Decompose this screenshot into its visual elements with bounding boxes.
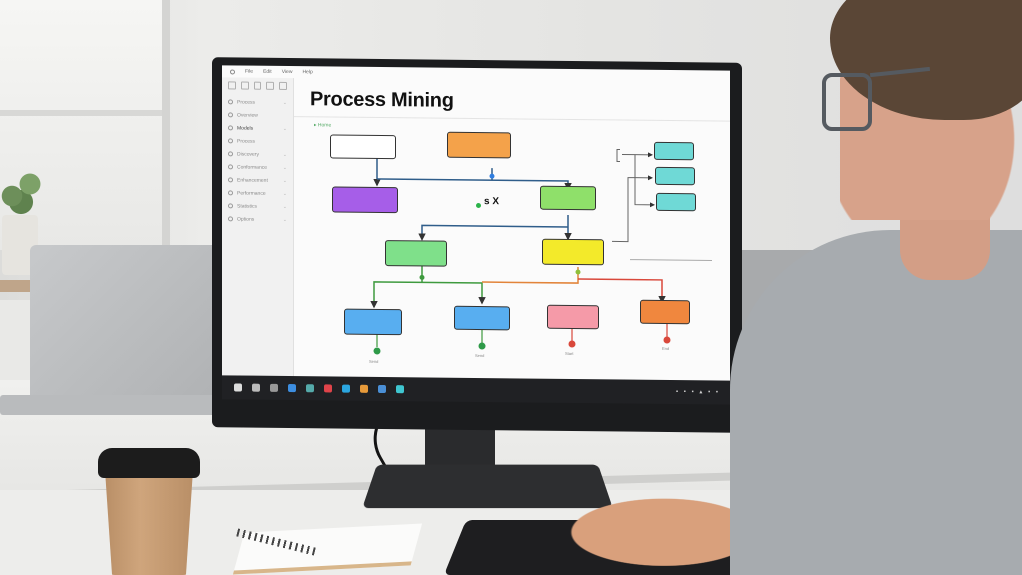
end-label: End [662, 345, 670, 352]
legend-dot [476, 202, 481, 209]
end-event-icon [478, 342, 486, 350]
node-teal-2[interactable] [655, 166, 695, 186]
app-icon[interactable] [360, 384, 368, 393]
hand [520, 480, 760, 575]
monitor: File Edit View Help Process⌄ Overview Mo… [212, 57, 742, 433]
laptop-base [0, 395, 215, 415]
end-label: Start [565, 350, 574, 357]
app-icon[interactable] [378, 384, 386, 394]
screen: File Edit View Help Process⌄ Overview Mo… [222, 65, 730, 401]
end-label: Send [369, 358, 379, 364]
system-tray[interactable]: ▪ ▪ ▪ ▴ ▪ ▪ [676, 389, 720, 396]
node-start[interactable] [330, 134, 396, 160]
app-icon[interactable] [306, 384, 314, 393]
person-shirt [730, 230, 1022, 575]
end-event-icon [568, 340, 576, 348]
taskbar: ▪ ▪ ▪ ▴ ▪ ▪ [222, 375, 730, 405]
coffee-cup-lid [98, 448, 200, 478]
node-teal-1[interactable] [654, 141, 694, 161]
end-event-icon [663, 336, 671, 344]
node-orange-top[interactable] [447, 131, 511, 159]
node-orange-bottom[interactable] [640, 299, 690, 325]
node-green-right[interactable] [540, 185, 596, 211]
node-pink[interactable] [547, 304, 599, 330]
app-icon[interactable] [324, 384, 332, 393]
laptop [30, 245, 230, 415]
taskview-icon[interactable] [270, 383, 278, 392]
process-flow-edges [370, 148, 712, 355]
glasses [822, 73, 872, 131]
end-label: Send [475, 352, 485, 359]
app-icon[interactable] [288, 384, 296, 393]
node-yellow[interactable] [542, 238, 604, 266]
app-icon[interactable] [342, 384, 350, 393]
start-icon[interactable] [234, 383, 242, 392]
legend-marker: s X [484, 196, 500, 208]
node-blue-2[interactable] [454, 305, 510, 331]
coffee-cup [105, 470, 193, 575]
node-blue-1[interactable] [344, 308, 402, 336]
plant [0, 160, 54, 220]
search-icon[interactable] [252, 383, 260, 392]
node-teal-3[interactable] [656, 192, 696, 212]
node-green-left[interactable] [385, 240, 447, 267]
node-purple[interactable] [332, 186, 398, 214]
end-event-icon [373, 347, 381, 355]
app-icon[interactable] [396, 385, 404, 394]
